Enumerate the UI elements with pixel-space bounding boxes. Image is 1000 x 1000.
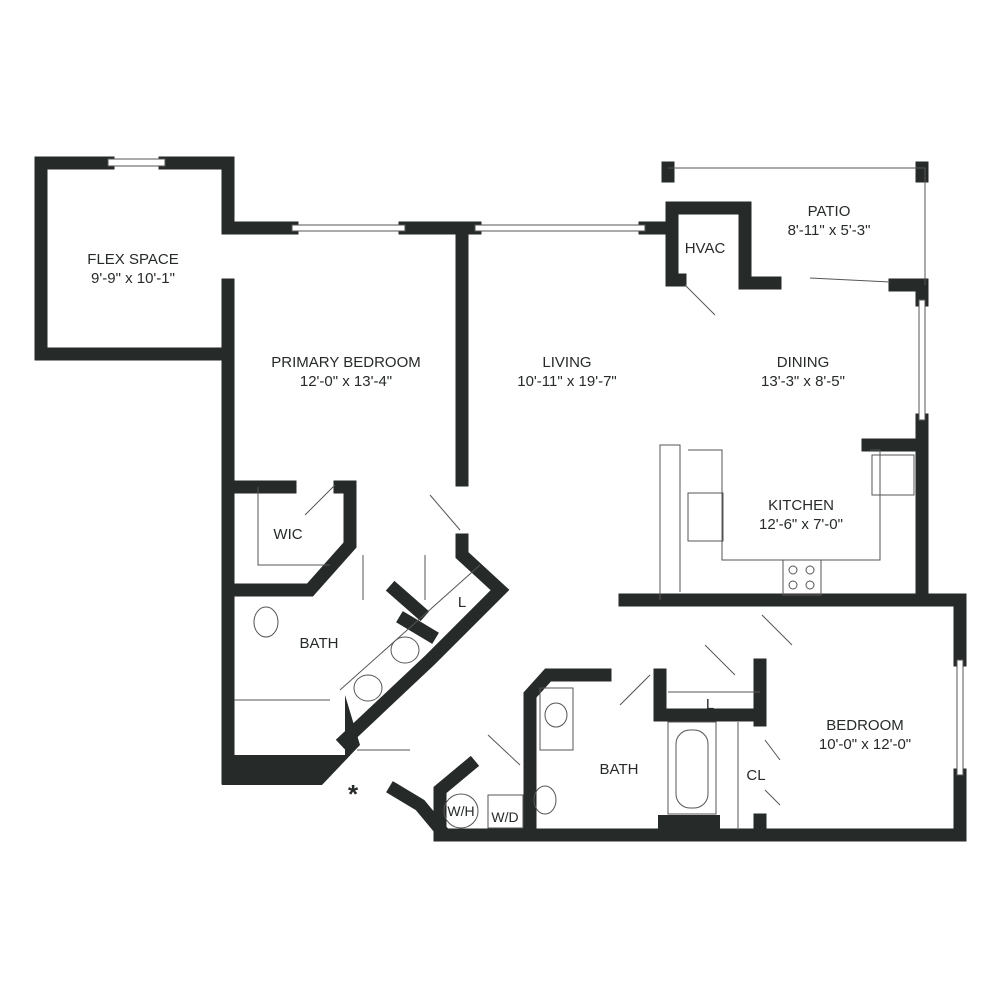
windows bbox=[107, 158, 964, 776]
washer-dryer-icon bbox=[487, 794, 524, 829]
room-primary-bedroom: PRIMARY BEDROOM 12'-0" x 13'-4" bbox=[271, 353, 420, 391]
room-living: LIVING 10'-11" x 19'-7" bbox=[517, 353, 617, 391]
sink-icon bbox=[390, 636, 420, 664]
water-heater-icon bbox=[443, 793, 479, 829]
room-name: PRIMARY BEDROOM bbox=[271, 354, 421, 371]
room-size: 10'-11" x 19'-7" bbox=[517, 373, 617, 390]
water-heater-label: W/H bbox=[447, 803, 475, 819]
room-name: FLEX SPACE bbox=[87, 251, 179, 268]
bath2-label: BATH bbox=[599, 761, 639, 778]
linen1-label: L bbox=[457, 594, 467, 611]
bath1-label: BATH bbox=[299, 635, 339, 652]
room-size: 9'-9" x 10'-1" bbox=[91, 270, 175, 287]
room-size: 12'-6" x 7'-0" bbox=[759, 516, 843, 533]
bathtub-icon bbox=[667, 721, 717, 815]
sink-icon bbox=[353, 674, 383, 702]
wic-label: WIC bbox=[273, 526, 303, 543]
toilet-icon bbox=[533, 785, 557, 815]
room-name: LIVING bbox=[542, 354, 592, 371]
room-name: DINING bbox=[776, 354, 830, 371]
entry-marker: * bbox=[347, 779, 359, 809]
sink-icon bbox=[544, 702, 568, 728]
closet-label: CL bbox=[746, 767, 766, 784]
refrigerator-icon bbox=[871, 454, 915, 496]
room-bedroom: BEDROOM 10'-0" x 12'-0" bbox=[819, 716, 911, 754]
room-size: 13'-3" x 8'-5" bbox=[761, 373, 845, 390]
room-flex-space: FLEX SPACE 9'-9" x 10'-1" bbox=[87, 250, 178, 288]
hvac-label: HVAC bbox=[684, 240, 726, 257]
fixtures bbox=[234, 444, 915, 830]
linen2-label: L bbox=[705, 696, 715, 713]
washer-dryer-label: W/D bbox=[491, 809, 519, 825]
room-name: PATIO bbox=[807, 203, 851, 220]
room-size: 8'-11" x 5'-3" bbox=[787, 222, 871, 239]
stove-icon bbox=[782, 559, 822, 596]
room-size: 12'-0" x 13'-4" bbox=[299, 373, 393, 390]
kitchen-sink-icon bbox=[687, 492, 724, 542]
room-patio: PATIO 8'-11" x 5'-3" bbox=[788, 202, 871, 240]
doors bbox=[304, 284, 793, 806]
room-name: KITCHEN bbox=[768, 497, 834, 514]
room-kitchen: KITCHEN 12'-6" x 7'-0" bbox=[759, 496, 843, 534]
room-dining: DINING 13'-3" x 8'-5" bbox=[761, 353, 845, 391]
room-name: BEDROOM bbox=[826, 717, 904, 734]
toilet-icon bbox=[253, 606, 279, 638]
room-size: 10'-0" x 12'-0" bbox=[818, 736, 912, 753]
